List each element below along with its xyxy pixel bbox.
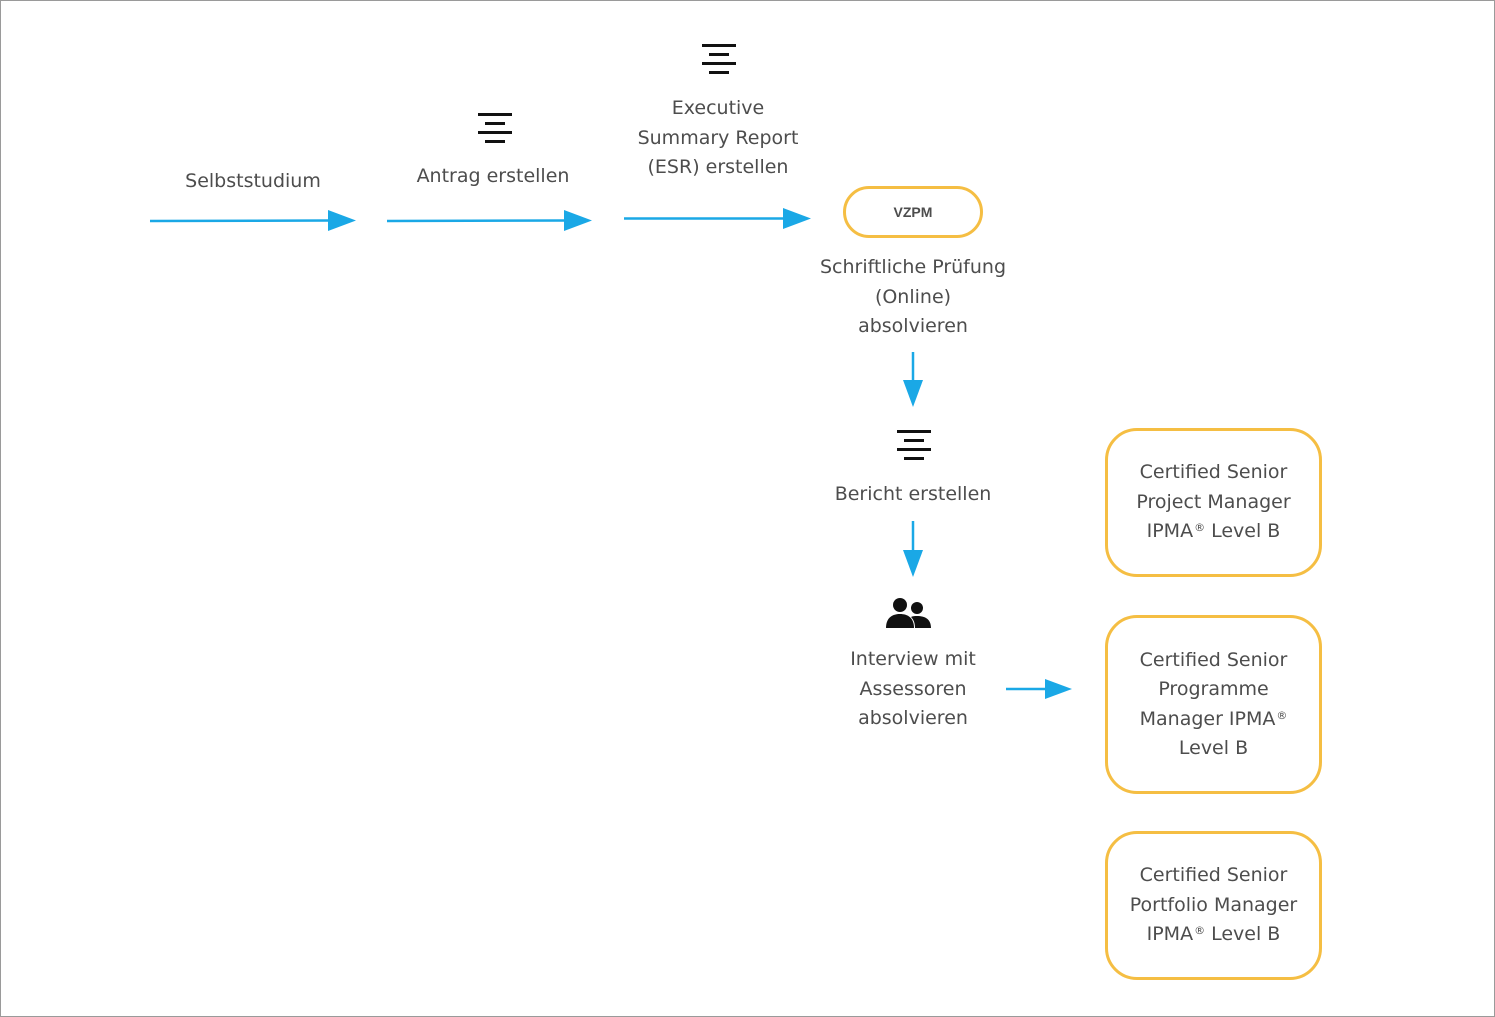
vzpm-badge-text: VZPM bbox=[893, 204, 933, 220]
step-antrag-label: Antrag erstellen bbox=[416, 165, 570, 187]
arrow-interview-right bbox=[1006, 679, 1072, 699]
align-center-icon bbox=[702, 44, 736, 74]
arrow-antrag bbox=[386, 210, 592, 231]
align-center-icon bbox=[897, 430, 931, 460]
arrow-report-down bbox=[903, 521, 923, 577]
arrow-exam-down bbox=[903, 352, 923, 407]
arrow-esr bbox=[624, 208, 811, 229]
people-icon bbox=[886, 598, 931, 628]
step-report-label: Bericht erstellen bbox=[834, 483, 992, 505]
vzpm-badge: VZPM bbox=[843, 186, 983, 238]
certificate-project-manager: Certified Senior Project Manager IPMA® L… bbox=[1105, 428, 1322, 577]
step-exam-label: Schriftliche Prüfung (Online) absolviere… bbox=[819, 256, 1007, 337]
certificate-portfolio-manager: Certified Senior Portfolio Manager IPMA®… bbox=[1105, 831, 1322, 980]
arrow-selbststudium bbox=[149, 210, 356, 231]
certificate-programme-manager: Certified Senior Programme Manager IPMA®… bbox=[1105, 615, 1322, 794]
step-selbststudium-label: Selbststudium bbox=[185, 170, 321, 192]
align-center-icon bbox=[478, 113, 512, 143]
step-interview-label: Interview mit Assessoren absolvieren bbox=[850, 648, 976, 729]
step-esr-label: Executive Summary Report (ESR) erstellen bbox=[637, 97, 799, 178]
